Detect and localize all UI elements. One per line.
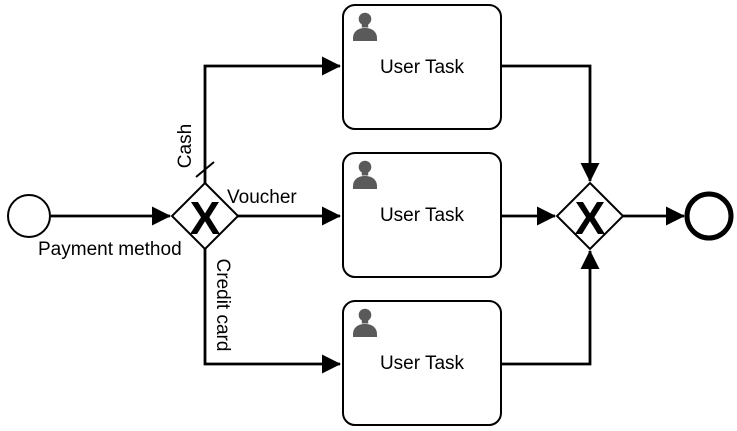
task-label: User Task (379, 56, 465, 78)
join-gateway-x-marker: X (574, 191, 606, 244)
task-label: User Task (379, 204, 465, 226)
split-gateway-x-marker: X (189, 191, 221, 244)
start-event-label: Payment method (38, 239, 182, 260)
exclusive-gateway-split[interactable] (170, 181, 240, 251)
user-task-top[interactable]: User Task (342, 4, 502, 130)
user-task-middle[interactable]: User Task (342, 152, 502, 278)
user-icon (352, 308, 378, 337)
start-event-circle[interactable] (7, 194, 51, 238)
flow-credit-card-to-task-bottom[interactable] (203, 248, 341, 374)
end-event-circle[interactable] (684, 191, 734, 241)
exclusive-gateway-join[interactable] (555, 181, 625, 251)
flow-task-top-to-join-gateway[interactable] (502, 64, 600, 182)
flow-label-credit-card: Credit card (212, 258, 233, 352)
flow-label-cash: Cash (175, 123, 196, 169)
flow-label-voucher: Voucher (227, 187, 297, 208)
task-label: User Task (379, 352, 465, 374)
user-icon (352, 12, 378, 41)
user-icon (352, 160, 378, 189)
flow-cash-to-task-top[interactable] (203, 56, 341, 184)
default-flow-slash-marker (195, 161, 215, 178)
user-task-bottom[interactable]: User Task (342, 300, 502, 426)
flow-task-bottom-to-join-gateway[interactable] (502, 250, 600, 366)
